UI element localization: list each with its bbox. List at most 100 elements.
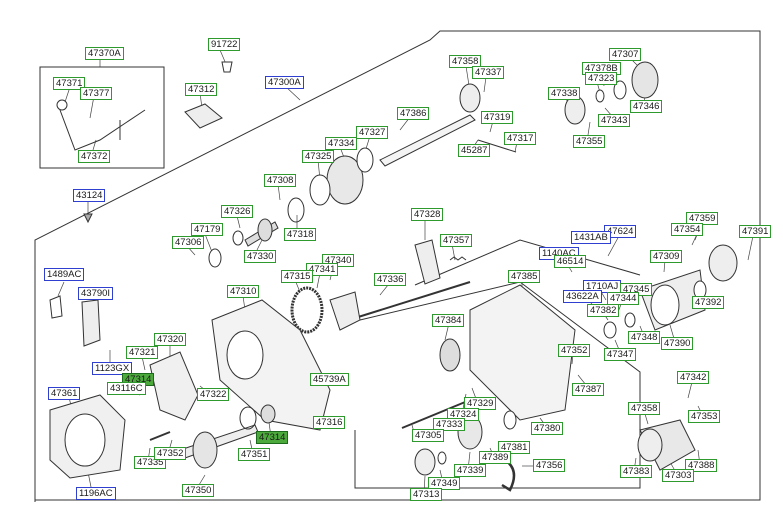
callout-47377[interactable]: 47377 — [80, 87, 113, 100]
callout-47356[interactable]: 47356 — [533, 459, 566, 472]
shift-lever-part — [59, 109, 146, 151]
callout-1123gx[interactable]: 1123GX — [92, 362, 133, 375]
callout-47337[interactable]: 47337 — [472, 66, 505, 79]
callout-47322[interactable]: 47322 — [197, 388, 230, 401]
callout-47391[interactable]: 47391 — [739, 225, 772, 238]
callout-47338[interactable]: 47338 — [548, 87, 581, 100]
callout-47381[interactable]: 47381 — [498, 441, 531, 454]
callout-45287[interactable]: 45287 — [458, 144, 491, 157]
callout-47383[interactable]: 47383 — [620, 465, 653, 478]
hub-part-top — [459, 83, 481, 113]
callout-47300a[interactable]: 47300A — [265, 76, 304, 89]
callout-47341[interactable]: 47341 — [306, 263, 339, 276]
bolt-part — [149, 431, 171, 441]
callout-47303[interactable]: 47303 — [662, 469, 695, 482]
callout-47372[interactable]: 47372 — [78, 150, 111, 163]
drive-chain-part — [501, 458, 516, 492]
callout-47386[interactable]: 47386 — [397, 107, 430, 120]
callout-47314-highlighted-bottom[interactable]: 47314 — [256, 431, 289, 444]
callout-47305[interactable]: 47305 — [412, 429, 445, 442]
callout-47346[interactable]: 47346 — [630, 100, 663, 113]
bearing-part-top — [564, 95, 586, 125]
callout-1489ac[interactable]: 1489AC — [44, 268, 85, 281]
callout-47343[interactable]: 47343 — [598, 114, 631, 127]
callout-47388[interactable]: 47388 — [685, 459, 718, 472]
callout-47308[interactable]: 47308 — [264, 174, 297, 187]
callout-47361[interactable]: 47361 — [48, 387, 81, 400]
callout-47329[interactable]: 47329 — [464, 397, 497, 410]
callout-47319[interactable]: 47319 — [481, 111, 514, 124]
callout-47349[interactable]: 47349 — [428, 477, 461, 490]
callout-47336[interactable]: 47336 — [374, 273, 407, 286]
callout-47371[interactable]: 47371 — [53, 77, 86, 90]
callout-47347[interactable]: 47347 — [604, 348, 637, 361]
callout-47355[interactable]: 47355 — [573, 135, 606, 148]
callout-47315[interactable]: 47315 — [281, 270, 314, 283]
callout-47317[interactable]: 47317 — [504, 132, 537, 145]
sensor-shaft-part — [401, 399, 471, 429]
callout-47358-bottom[interactable]: 47358 — [628, 402, 661, 415]
callout-47330[interactable]: 47330 — [244, 250, 277, 263]
callout-47390[interactable]: 47390 — [661, 337, 694, 350]
callout-47313[interactable]: 47313 — [410, 488, 443, 501]
callout-47348[interactable]: 47348 — [628, 331, 661, 344]
mount-bracket-part — [81, 299, 101, 347]
callout-47316[interactable]: 47316 — [313, 416, 346, 429]
callout-47309[interactable]: 47309 — [650, 250, 683, 263]
callout-47385[interactable]: 47385 — [508, 270, 541, 283]
callout-47327[interactable]: 47327 — [356, 126, 389, 139]
callout-47323[interactable]: 47323 — [585, 72, 618, 85]
callout-43790i[interactable]: 43790I — [78, 287, 114, 300]
callout-47321[interactable]: 47321 — [126, 346, 159, 359]
fork-rail-part — [354, 281, 471, 319]
bracket-part — [184, 103, 223, 129]
callout-47344[interactable]: 47344 — [607, 292, 640, 305]
callout-46514[interactable]: 46514 — [554, 255, 587, 268]
callout-47392[interactable]: 47392 — [692, 296, 725, 309]
callout-47384[interactable]: 47384 — [432, 314, 465, 327]
callout-47318[interactable]: 47318 — [284, 228, 317, 241]
callout-47320[interactable]: 47320 — [154, 333, 187, 346]
callout-47353[interactable]: 47353 — [688, 410, 721, 423]
callout-47325[interactable]: 47325 — [302, 150, 335, 163]
callout-47328[interactable]: 47328 — [411, 208, 444, 221]
callout-47334[interactable]: 47334 — [325, 137, 358, 150]
oil-pump-cover-part — [149, 351, 199, 421]
callout-47352-bottom[interactable]: 47352 — [154, 447, 187, 460]
callout-47380[interactable]: 47380 — [531, 422, 564, 435]
callout-1710aj[interactable]: 1710AJ — [583, 280, 622, 293]
callout-43124[interactable]: 43124 — [73, 189, 106, 202]
callout-47326[interactable]: 47326 — [221, 205, 254, 218]
callout-47358-top[interactable]: 47358 — [449, 55, 482, 68]
callout-91722[interactable]: 91722 — [208, 38, 241, 51]
callout-47310[interactable]: 47310 — [227, 285, 260, 298]
callout-47357[interactable]: 47357 — [440, 234, 473, 247]
callout-47350[interactable]: 47350 — [182, 484, 215, 497]
callout-47382[interactable]: 47382 — [587, 304, 620, 317]
callout-45739a[interactable]: 45739A — [310, 373, 349, 386]
callout-1431ab[interactable]: 1431AB — [571, 231, 611, 244]
callout-47389[interactable]: 47389 — [479, 451, 512, 464]
rod-part — [477, 139, 517, 153]
callout-47306[interactable]: 47306 — [172, 236, 205, 249]
callout-47354[interactable]: 47354 — [671, 223, 704, 236]
shift-fork-part — [414, 239, 441, 285]
frame-outline — [34, 30, 761, 502]
callout-1196ac[interactable]: 1196AC — [76, 487, 116, 500]
callout-47179[interactable]: 47179 — [191, 223, 224, 236]
callout-47307[interactable]: 47307 — [609, 48, 642, 61]
callout-47312[interactable]: 47312 — [185, 83, 218, 96]
callout-47342[interactable]: 47342 — [677, 371, 710, 384]
main-shaft-part — [379, 114, 476, 167]
callout-47352-mid[interactable]: 47352 — [558, 344, 591, 357]
snap-ring-part — [287, 197, 305, 223]
callout-47387[interactable]: 47387 — [572, 383, 605, 396]
callout-47370a[interactable]: 47370A — [85, 47, 124, 60]
callout-47339[interactable]: 47339 — [454, 464, 487, 477]
callout-47333[interactable]: 47333 — [433, 418, 466, 431]
callout-43116c[interactable]: 43116C — [107, 382, 146, 395]
callout-43622a[interactable]: 43622A — [563, 290, 602, 303]
clip-bracket-part — [49, 295, 63, 319]
callout-47351[interactable]: 47351 — [238, 448, 271, 461]
